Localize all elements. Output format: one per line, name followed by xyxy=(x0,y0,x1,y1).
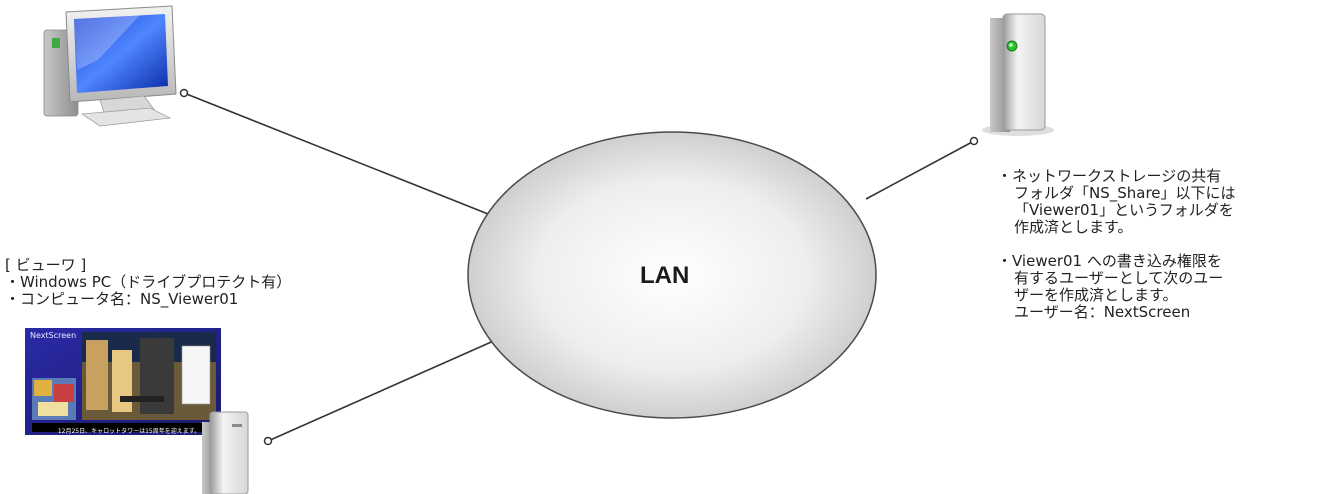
connection-lines xyxy=(179,88,979,446)
lan-label: LAN xyxy=(640,262,690,289)
lan-ellipse xyxy=(467,131,877,419)
viewer-os-line: ・Windows PC（ドライブプロテクト有） xyxy=(5,273,292,291)
pc-link-line xyxy=(183,92,489,215)
storage-note1-line1: ・ネットワークストレージの共有 xyxy=(997,167,1222,185)
storage-description: ・ネットワークストレージの共有 フォルダ「NS_Share」以下には 「View… xyxy=(997,168,1236,321)
storage-note2-line2: 有するユーザーとして次のユー xyxy=(1014,269,1224,287)
storage-note1-line2: フォルダ「NS_Share」以下には xyxy=(1014,184,1236,202)
viewer-computer-name-line: ・コンピュータ名：NS_Viewer01 xyxy=(5,290,239,308)
viewer-box-icon xyxy=(202,411,249,494)
viewer-screen-image xyxy=(25,328,221,435)
storage-note2-line1: ・Viewer01 への書き込み権限を xyxy=(997,252,1222,270)
storage-connector-dot xyxy=(969,136,979,146)
network-storage-icon xyxy=(982,13,1054,136)
pc-connector-dot xyxy=(179,88,189,98)
viewer-screen-ticker: 12月25日、キャロットタワーは15周年を迎えます。 xyxy=(57,428,201,435)
storage-note2-line3: ザーを作成済とします。 xyxy=(1014,286,1178,304)
viewer-link-line xyxy=(267,338,499,442)
viewer-screen-brand: NextScreen xyxy=(30,331,77,340)
desktop-computer-icon xyxy=(43,5,177,127)
viewer-connector-dot xyxy=(263,436,273,446)
viewer-heading: [ ビューワ ] xyxy=(5,256,87,274)
storage-note2-line4: ユーザー名：NextScreen xyxy=(1014,303,1191,321)
viewer-description: [ ビューワ ] ・Windows PC（ドライブプロテクト有） ・コンピュータ… xyxy=(5,257,291,308)
storage-note1-line4: 作成済とします。 xyxy=(1014,218,1133,236)
storage-link-line xyxy=(865,140,975,200)
storage-note1-line3: 「Viewer01」というフォルダを xyxy=(1014,201,1234,219)
